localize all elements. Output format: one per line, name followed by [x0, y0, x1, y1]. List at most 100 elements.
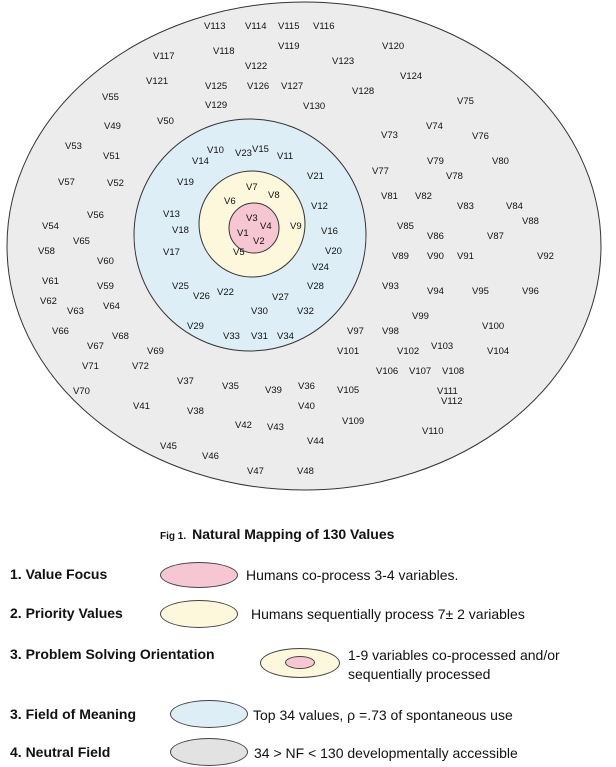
value-label-v53: V53	[65, 141, 82, 152]
legend-label: 4. Neutral Field	[10, 744, 111, 760]
value-label-v25: V25	[172, 281, 189, 292]
value-label-v6: V6	[224, 196, 236, 207]
value-label-v58: V58	[38, 246, 55, 257]
value-label-v26: V26	[193, 291, 210, 302]
value-label-v42: V42	[235, 420, 252, 431]
value-label-v64: V64	[103, 301, 120, 312]
value-label-v67: V67	[87, 341, 104, 352]
value-label-v63: V63	[67, 306, 84, 317]
value-label-v8: V8	[268, 190, 280, 201]
value-label-v77: V77	[372, 166, 389, 177]
value-label-v126: V126	[247, 81, 269, 92]
value-label-v16: V16	[321, 226, 338, 237]
value-label-v23: V23	[235, 148, 252, 159]
value-label-v1: V1	[237, 228, 249, 239]
figure-title: Natural Mapping of 130 Values	[192, 526, 395, 542]
legend-description: 1-9 variables co-processed and/or sequen…	[348, 647, 560, 682]
value-label-v103: V103	[431, 341, 453, 352]
value-label-v14: V14	[192, 156, 209, 167]
value-label-v52: V52	[107, 178, 124, 189]
value-label-v47: V47	[247, 466, 264, 477]
value-label-v101: V101	[337, 346, 359, 357]
value-label-v66: V66	[52, 326, 69, 337]
value-label-v21: V21	[307, 171, 324, 182]
value-label-v92: V92	[537, 251, 554, 262]
legend-label: 1. Value Focus	[10, 566, 108, 582]
value-label-v97: V97	[347, 326, 364, 337]
value-label-v86: V86	[427, 231, 444, 242]
value-label-v2: V2	[253, 236, 265, 247]
value-label-v69: V69	[147, 346, 164, 357]
value-label-v39: V39	[265, 385, 282, 396]
value-label-v85: V85	[397, 221, 414, 232]
value-label-v4: V4	[260, 221, 272, 232]
value-label-v54: V54	[42, 221, 59, 232]
value-label-v7: V7	[246, 182, 258, 193]
value-label-v98: V98	[382, 326, 399, 337]
value-label-v30: V30	[251, 306, 268, 317]
value-label-v45: V45	[160, 441, 177, 452]
value-label-v32: V32	[297, 306, 314, 317]
value-label-v123: V123	[332, 56, 354, 67]
value-label-v81: V81	[381, 191, 398, 202]
value-label-v88: V88	[522, 216, 539, 227]
value-label-v68: V68	[112, 331, 129, 342]
legend-description: Humans sequentially process 7± 2 variabl…	[251, 606, 525, 622]
value-label-v104: V104	[487, 346, 509, 357]
figure-caption: Fig 1. Natural Mapping of 130 Values	[160, 526, 394, 542]
value-label-v40: V40	[298, 401, 315, 412]
value-label-v51: V51	[103, 151, 120, 162]
value-label-v72: V72	[132, 361, 149, 372]
value-label-v130: V130	[303, 101, 325, 112]
neutral-field-swatch	[170, 738, 248, 766]
value-label-v46: V46	[202, 451, 219, 462]
value-label-v80: V80	[492, 156, 509, 167]
value-mapping-diagram: V1V2V3V4V5V6V7V8V9V10V11V12V13V14V15V16V…	[6, 1, 602, 491]
value-label-v60: V60	[97, 256, 114, 267]
value-label-v93: V93	[382, 281, 399, 292]
value-label-v36: V36	[298, 381, 315, 392]
value-label-v107: V107	[409, 366, 431, 377]
value-label-v76: V76	[472, 131, 489, 142]
legend-description: Humans co-process 3-4 variables.	[246, 567, 459, 583]
problem-solving-inner-swatch	[285, 656, 315, 669]
value-label-v100: V100	[482, 321, 504, 332]
value-label-v22: V22	[217, 287, 234, 298]
priority-values-swatch	[160, 600, 238, 628]
legend-label: 2. Priority Values	[10, 605, 123, 621]
figure-number: Fig 1.	[160, 531, 187, 542]
value-label-v5: V5	[233, 247, 245, 258]
legend-description: 34 > NF < 130 developmentally accessible	[254, 745, 518, 761]
value-label-v125: V125	[205, 81, 227, 92]
value-label-v109: V109	[342, 416, 364, 427]
legend-description: Top 34 values, ρ =.73 of spontaneous use	[253, 707, 513, 723]
value-label-v95: V95	[472, 286, 489, 297]
value-focus-swatch	[160, 562, 238, 588]
value-label-v56: V56	[87, 210, 104, 221]
value-label-v37: V37	[177, 376, 194, 387]
value-label-v38: V38	[187, 406, 204, 417]
value-label-v89: V89	[392, 251, 409, 262]
value-label-v75: V75	[457, 96, 474, 107]
value-label-v127: V127	[281, 81, 303, 92]
value-label-v106: V106	[376, 366, 398, 377]
value-label-v114: V114	[245, 21, 266, 32]
value-label-v108: V108	[442, 366, 464, 377]
value-label-v62: V62	[40, 296, 57, 307]
value-label-v12: V12	[311, 201, 328, 212]
value-label-v116: V116	[313, 21, 334, 32]
value-label-v120: V120	[382, 41, 404, 52]
value-label-v122: V122	[245, 61, 267, 72]
value-label-v61: V61	[42, 276, 59, 287]
value-label-v87: V87	[487, 231, 504, 242]
value-label-v20: V20	[325, 246, 342, 257]
value-labels: V1V2V3V4V5V6V7V8V9V10V11V12V13V14V15V16V…	[38, 21, 554, 477]
value-label-v9: V9	[290, 221, 302, 232]
value-label-v55: V55	[102, 92, 119, 103]
value-label-v70: V70	[73, 386, 90, 397]
legend-label: 3. Problem Solving Orientation	[10, 646, 215, 662]
value-label-v59: V59	[97, 281, 114, 292]
value-label-v34: V34	[277, 331, 294, 342]
value-label-v65: V65	[73, 236, 90, 247]
value-focus-circle	[228, 202, 280, 254]
